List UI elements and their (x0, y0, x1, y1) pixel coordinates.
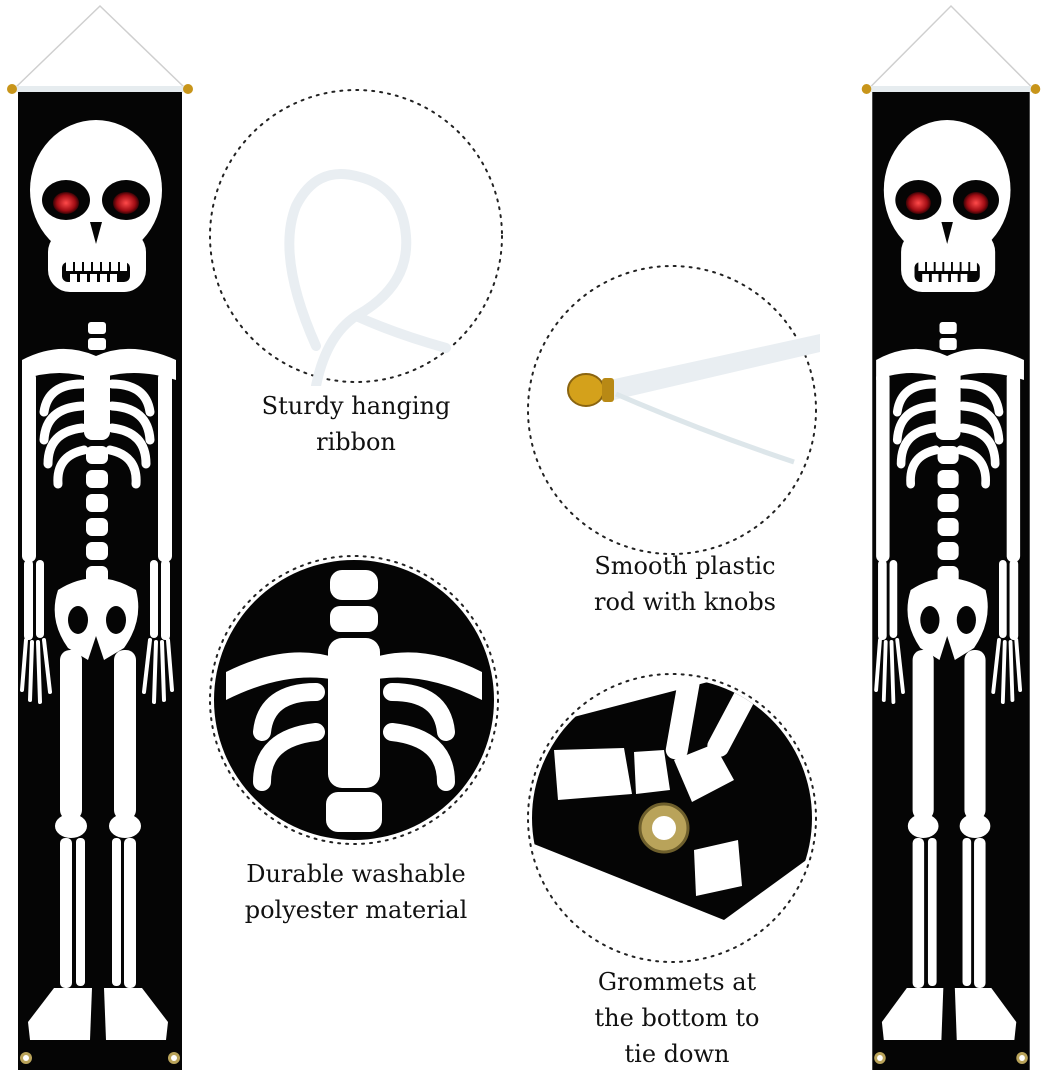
grommets-caption: Grommets at the bottom to tie down (547, 964, 807, 1072)
ribbon-caption-line-1: Sturdy hanging (261, 392, 451, 420)
rod-caption-line-2: rod with knobs (594, 588, 776, 616)
right-skeleton-banner (855, 0, 1047, 1086)
material-detail-circle (206, 552, 502, 848)
rope-loop-icon (209, 89, 503, 386)
ribbon-caption-line-2: ribbon (316, 428, 396, 456)
left-skeleton-banner (0, 0, 200, 1086)
grommet-detail-circle (524, 670, 820, 966)
grommets-caption-line-1: Grommets at (597, 968, 757, 996)
rod-caption: Smooth plastic rod with knobs (555, 548, 815, 620)
grommets-caption-line-2: the bottom to (594, 1004, 760, 1032)
skeleton-banner-icon (0, 0, 200, 1086)
skeleton-banner-icon (855, 0, 1047, 1086)
material-caption-line-2: polyester material (244, 896, 468, 924)
rod-caption-line-1: Smooth plastic (594, 552, 776, 580)
ribbon-caption: Sturdy hanging ribbon (226, 388, 486, 460)
rod-detail-circle (524, 262, 820, 558)
rod-knob-icon (527, 265, 820, 555)
grommet-closeup-icon (527, 673, 817, 963)
material-caption-line-1: Durable washable (246, 860, 466, 888)
ribcage-closeup-icon (209, 555, 499, 845)
grommets-caption-line-3: tie down (624, 1040, 730, 1068)
ribbon-detail-circle (206, 86, 506, 386)
material-caption: Durable washable polyester material (226, 856, 486, 928)
